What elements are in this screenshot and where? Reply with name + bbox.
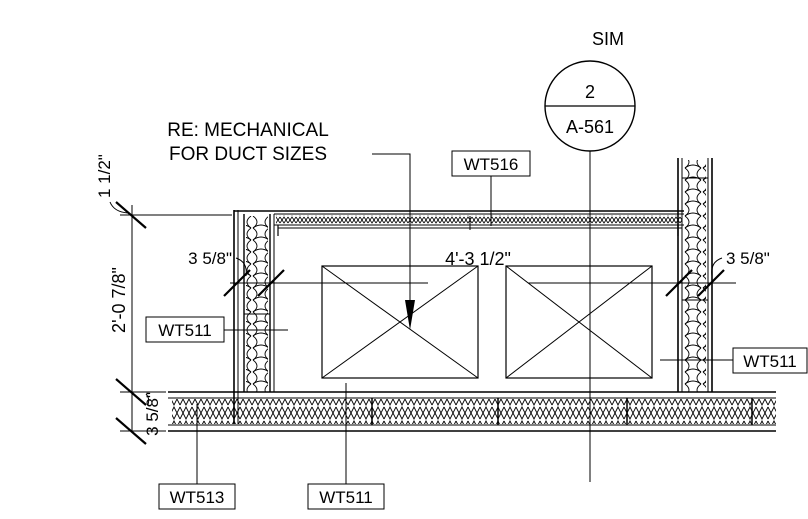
clear-width-dimension: 4'-3 1/2": [445, 249, 511, 269]
tag-ceiling: WT516: [451, 150, 531, 226]
leader-arrowhead: [405, 300, 415, 330]
overall-height-dimension: 2'-0 7/8": [109, 267, 129, 333]
tag-floor-center-label: WT511: [319, 488, 373, 507]
bottom-offset-dimension: 3 5/8": [143, 392, 162, 436]
mechanical-note-line2: FOR DUCT SIZES: [169, 144, 327, 165]
duct-left: [321, 265, 479, 379]
section-reference: SIM 2 A-561: [544, 29, 636, 482]
left-wall: [233, 210, 275, 424]
vertical-dimension: [109, 201, 232, 445]
left-wall-dimension: 3 5/8": [188, 249, 232, 268]
tag-left-wall-label: WT511: [158, 321, 212, 340]
tag-floor-center: WT511: [307, 383, 385, 510]
mechanical-note-line1: RE: MECHANICAL: [167, 120, 329, 141]
tag-left-wall: WT511: [145, 316, 288, 343]
right-wall: [677, 158, 713, 392]
floor-assembly: [168, 391, 776, 432]
ceiling-assembly: [234, 210, 684, 236]
tag-ceiling-label: WT516: [464, 155, 519, 174]
tag-floor-left-label: WT513: [170, 488, 225, 507]
horizontal-dimension: [223, 257, 736, 297]
tag-right-wall: WT511: [660, 347, 808, 374]
tag-floor-left: WT513: [158, 404, 236, 510]
sheet-number: A-561: [566, 117, 614, 137]
detail-number: 2: [585, 82, 595, 102]
top-offset-dimension: 1 1/2": [95, 154, 114, 198]
mechanical-note: RE: MECHANICAL FOR DUCT SIZES: [167, 120, 415, 330]
sim-label: SIM: [592, 29, 624, 49]
tag-right-wall-label: WT511: [743, 352, 797, 371]
right-wall-dimension: 3 5/8": [726, 249, 770, 268]
duct-right: [505, 265, 653, 379]
